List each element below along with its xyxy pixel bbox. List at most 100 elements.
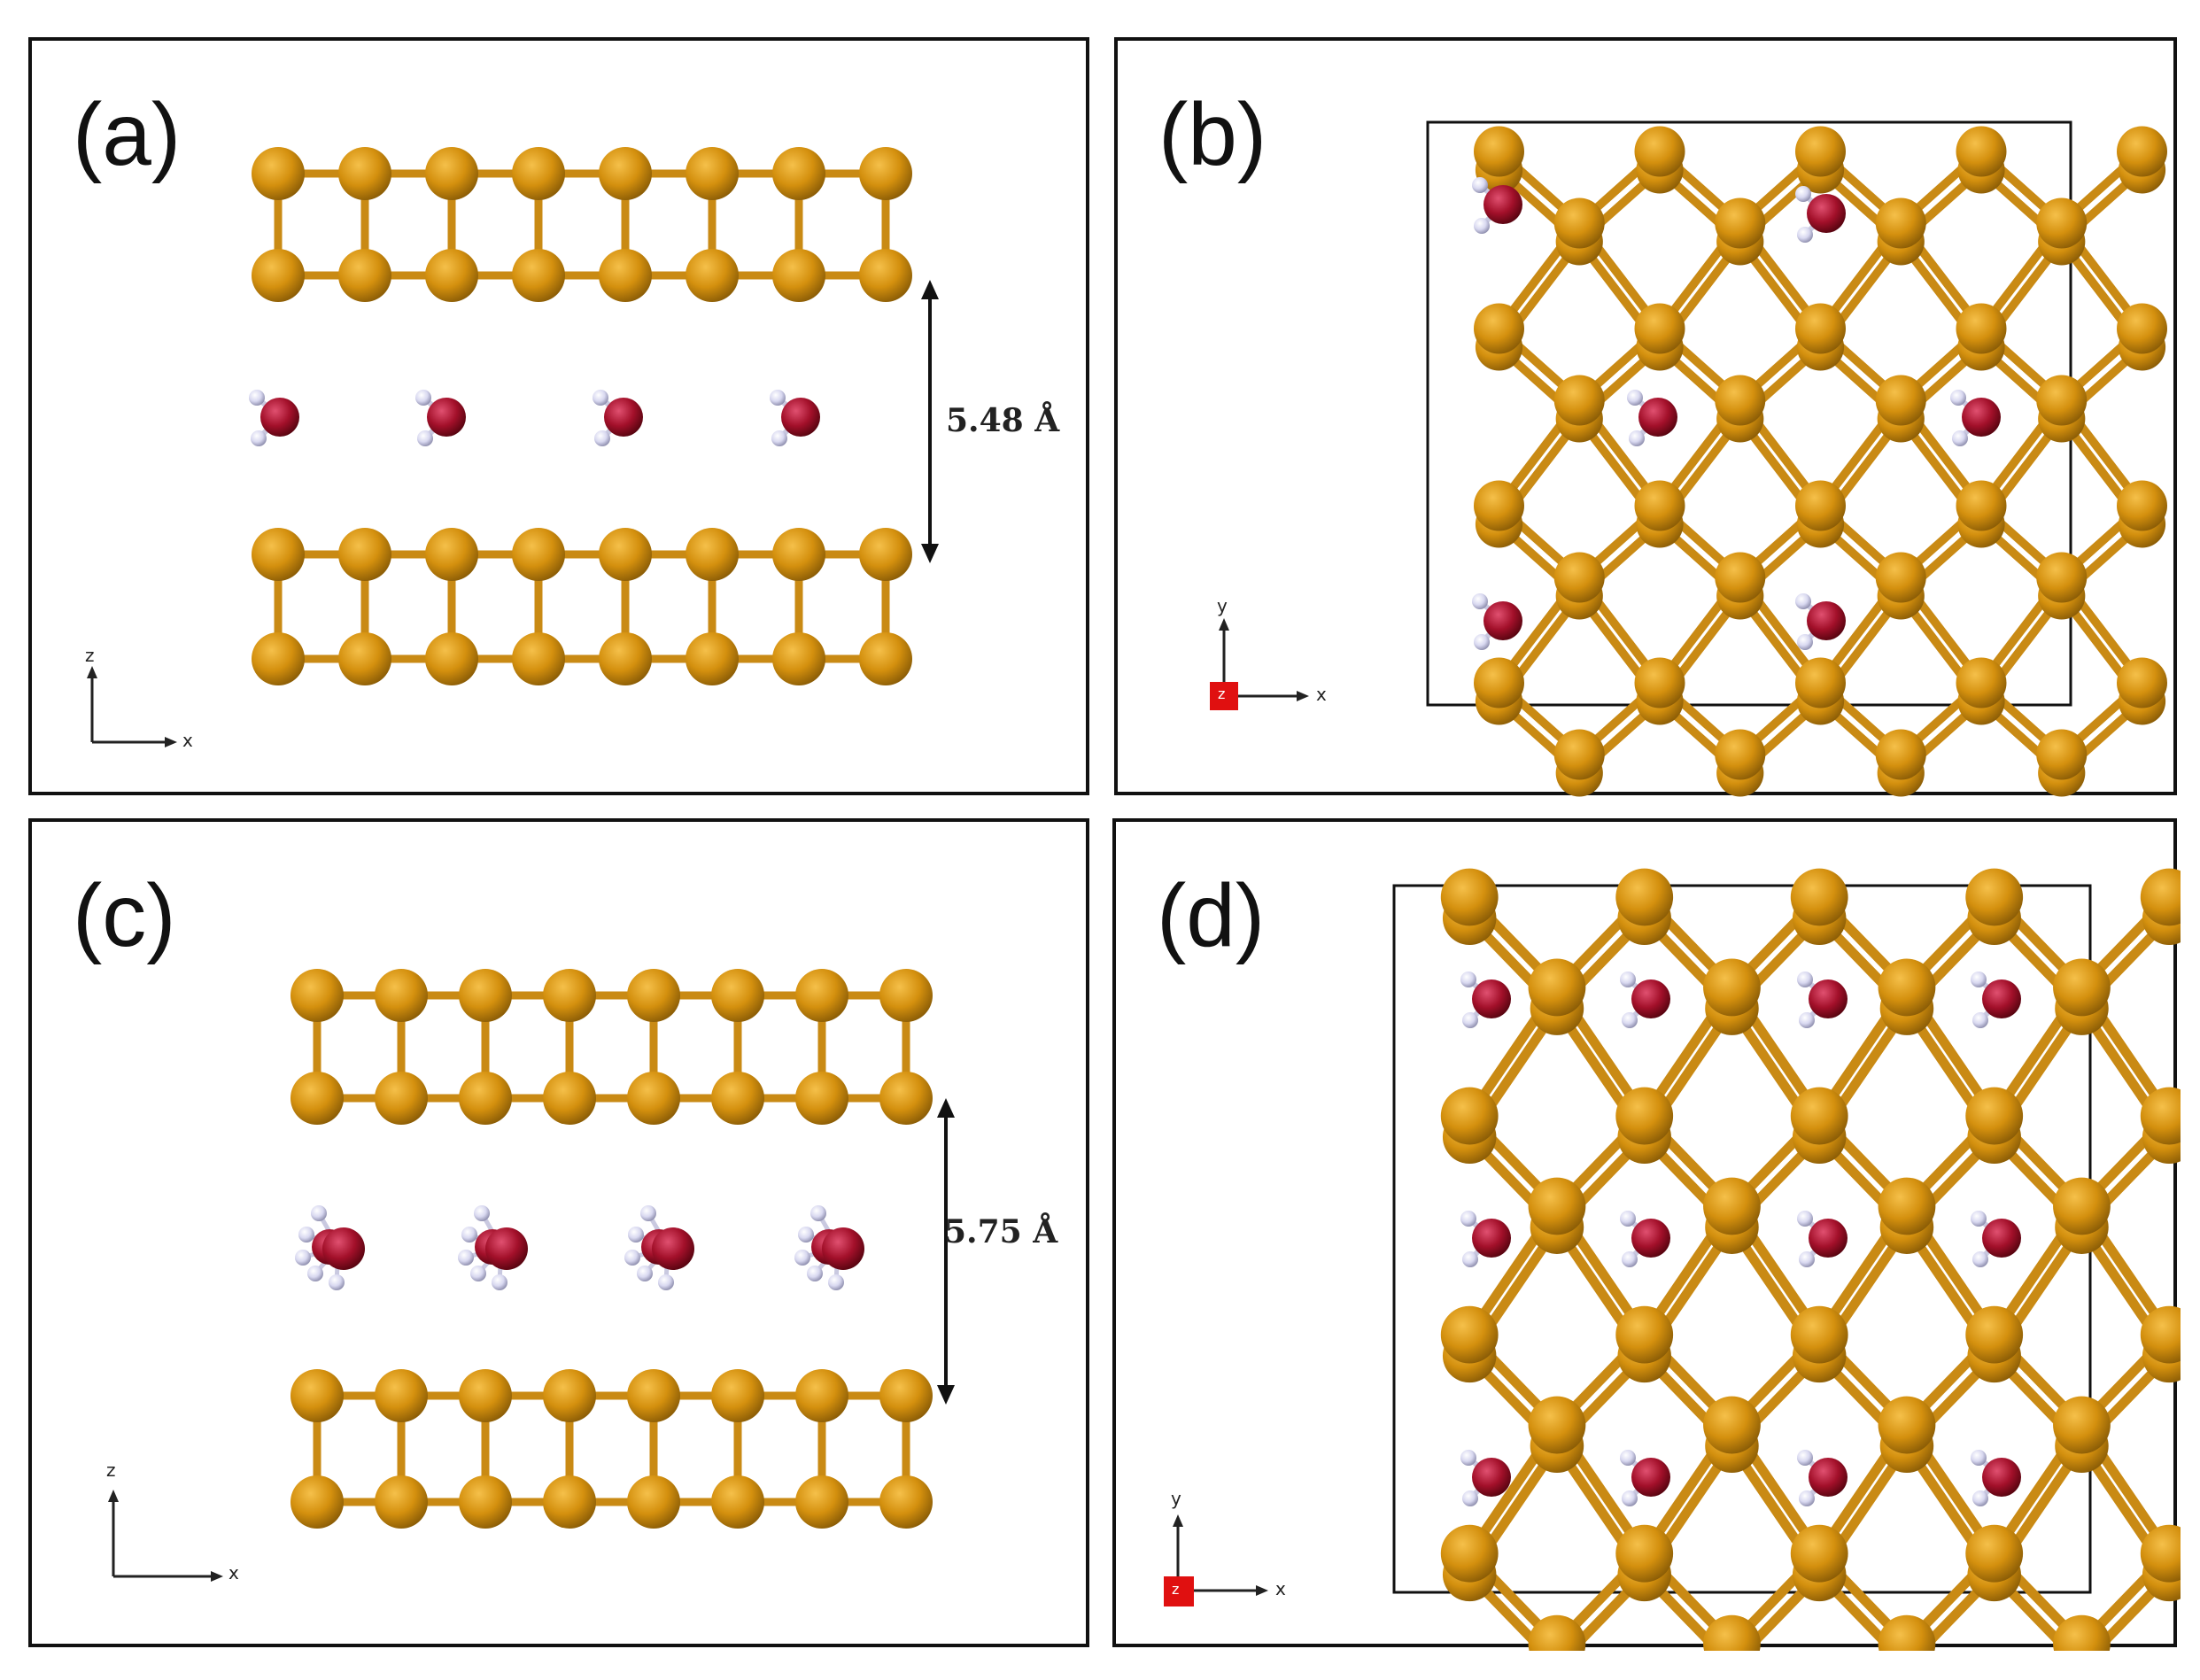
- hydrogen-atom: [1620, 972, 1636, 987]
- oxygen-atom: [1982, 1219, 2021, 1258]
- oxygen-atom: [1807, 601, 1846, 640]
- metal-atom: [252, 249, 305, 302]
- hydrogen-atom: [1972, 1490, 1988, 1506]
- hydrogen-atom: [295, 1250, 311, 1266]
- hydrogen-atom: [1472, 593, 1488, 609]
- oxygen-atom: [1809, 1219, 1848, 1258]
- hydrogen-atom: [1460, 1450, 1476, 1466]
- hydronium-molecule: [295, 1205, 365, 1290]
- water-molecule: [1460, 1450, 1511, 1506]
- water-molecules: [249, 390, 820, 446]
- metal-atom: [1790, 1305, 1848, 1364]
- metal-atom: [425, 147, 478, 200]
- oxygen-atom: [1807, 194, 1846, 233]
- hydronium-molecule: [794, 1205, 864, 1290]
- hydrogen-atom: [249, 390, 265, 406]
- metal-atom: [686, 249, 739, 302]
- water-molecule: [593, 390, 643, 446]
- metal-atom: [1528, 1177, 1586, 1235]
- oxygen-atom: [1631, 979, 1670, 1018]
- water-molecule: [1797, 1450, 1848, 1506]
- metal-atom: [2053, 1396, 2111, 1454]
- metal-atom: [711, 1369, 764, 1422]
- metal-atom: [459, 1369, 512, 1422]
- metal-atom: [711, 1072, 764, 1125]
- hydrogen-atom: [1462, 1251, 1478, 1267]
- axis-triad: [87, 666, 177, 747]
- hydrogen-atom: [828, 1274, 844, 1290]
- hydrogen-atom: [794, 1250, 810, 1266]
- metal-atom: [1875, 197, 1926, 249]
- metal-atom: [1790, 1087, 1848, 1145]
- axis-z-label: z: [85, 645, 95, 666]
- metal-atom: [795, 969, 848, 1022]
- metal-atom: [627, 969, 680, 1022]
- panel-c: (c) 5.75 Å z x: [28, 818, 1089, 1647]
- hydrogen-atom: [1629, 430, 1645, 446]
- hydrogen-atom: [1952, 430, 1968, 446]
- hydrogen-atom: [628, 1227, 644, 1243]
- metal-atom: [1965, 1305, 2024, 1364]
- metal-atom: [1528, 958, 1586, 1017]
- metal-atom: [772, 249, 825, 302]
- oxygen-atom: [1982, 979, 2021, 1018]
- metal-atom: [1553, 552, 1605, 603]
- metal-atom: [543, 969, 596, 1022]
- hydrogen-atom: [771, 430, 787, 446]
- panel-a: (a) 5.48 Å z x: [28, 37, 1089, 795]
- hydrogen-atom: [594, 430, 610, 446]
- metal-atom: [2117, 657, 2167, 708]
- hydrogen-atom: [1971, 1211, 1987, 1227]
- metal-atom: [879, 1475, 933, 1529]
- water-molecule: [1460, 972, 1511, 1028]
- axis-x-label: x: [229, 1562, 239, 1583]
- hydrogen-atom: [1799, 1251, 1815, 1267]
- axis-y-label: y: [1217, 595, 1228, 616]
- metal-atom: [290, 1475, 344, 1529]
- oxygen-atom: [1472, 979, 1511, 1018]
- metal-atom: [686, 147, 739, 200]
- oxygen-atom: [781, 398, 820, 437]
- water-molecule: [1950, 390, 2001, 446]
- metal-atom: [338, 249, 391, 302]
- hydrogen-atom: [1462, 1490, 1478, 1506]
- hydrogen-atom: [474, 1205, 490, 1221]
- hydrogen-atom: [1622, 1490, 1638, 1506]
- metal-atom: [338, 147, 391, 200]
- hydrogen-atom: [1972, 1012, 1988, 1028]
- oxygen-atom: [1809, 1458, 1848, 1497]
- metal-atom: [1795, 657, 1846, 708]
- metal-atom: [1440, 1087, 1499, 1145]
- hydrogen-atom: [770, 390, 786, 406]
- metal-atom: [1474, 303, 1524, 354]
- hydrogen-atom: [461, 1227, 477, 1243]
- metal-atom: [772, 147, 825, 200]
- metal-atom: [1878, 958, 1936, 1017]
- hydrogen-atom: [624, 1250, 640, 1266]
- water-molecules: [1460, 972, 2021, 1506]
- hydrogen-atom: [1627, 390, 1643, 406]
- metal-lattice: [1474, 126, 2167, 797]
- hydrogen-atom: [807, 1266, 823, 1281]
- water-molecule: [1627, 390, 1677, 446]
- bottom-slab: [290, 1369, 933, 1529]
- metal-atom: [772, 528, 825, 581]
- metal-atom: [512, 528, 565, 581]
- hydronium-molecule: [624, 1205, 694, 1290]
- axis-x-label: x: [182, 730, 193, 751]
- oxygen-atom: [1483, 601, 1522, 640]
- water-molecule: [1795, 593, 1846, 650]
- metal-atom: [1703, 1177, 1761, 1235]
- metal-atom: [2140, 1305, 2181, 1364]
- hydrogen-atom: [593, 390, 608, 406]
- hydrogen-atom: [1799, 1490, 1815, 1506]
- panel-b: (b) y z x: [1114, 37, 2177, 797]
- water-molecule: [1971, 1211, 2021, 1267]
- metal-atom: [1790, 868, 1848, 926]
- panel-label: (c): [73, 866, 176, 965]
- metal-atom: [879, 1072, 933, 1125]
- distance-arrow: [921, 280, 939, 563]
- metal-atom: [543, 1369, 596, 1422]
- hydrogen-atom: [810, 1205, 826, 1221]
- metal-atom: [2036, 375, 2088, 426]
